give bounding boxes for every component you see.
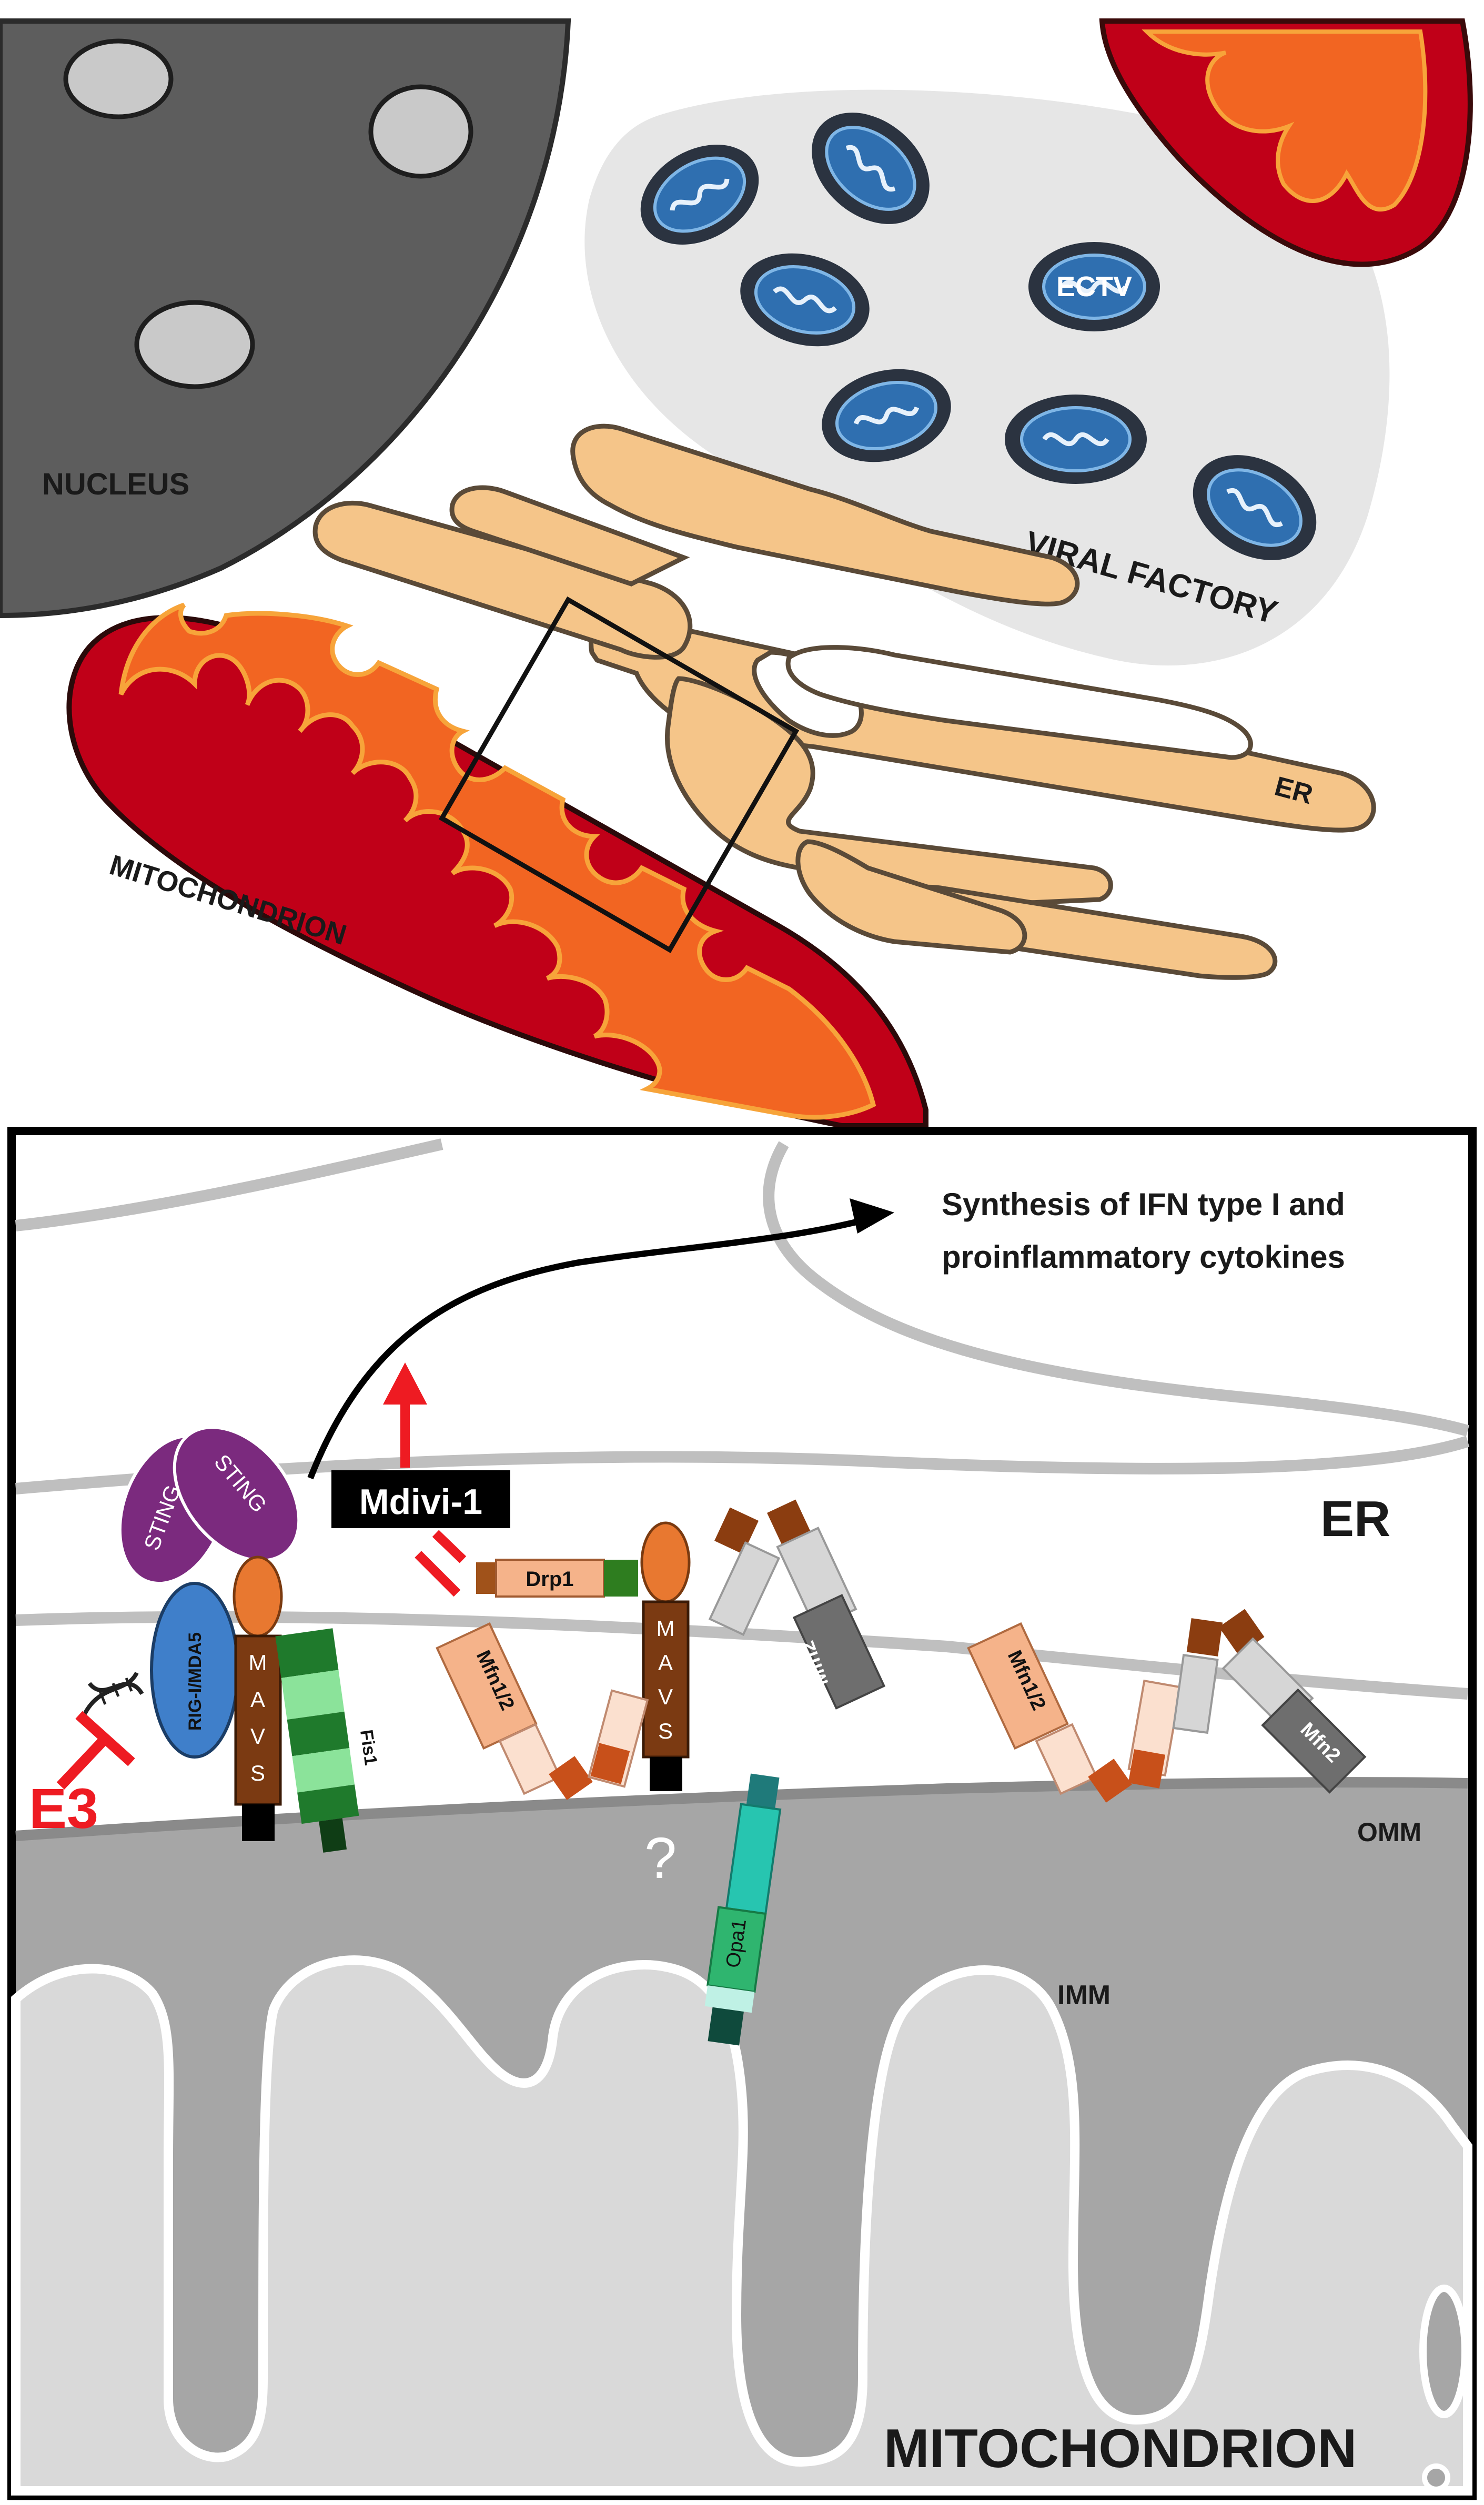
fis1-label: Fis1 [356,1729,381,1767]
nucleolus-1 [63,38,174,119]
signaling-arrowhead [850,1198,894,1234]
virion [740,253,870,347]
mdivi-activation-arrow [383,1362,427,1468]
upper-membrane-left [15,1138,443,1231]
mdivi-inhibition-drp1 [415,1530,467,1597]
virion [1005,395,1147,484]
mavs-left-v: V [250,1724,265,1749]
signaling-arrow [307,1217,864,1480]
top-panel: NUCLEUS VIRAL FACTORY [0,18,1473,1128]
nucleolus-3 [134,300,255,389]
mavs-left: M A V S [233,1555,283,1841]
er-label-bottom: ER [1320,1491,1390,1547]
mfn12-right: Mfn1/2 [967,1622,1182,1803]
synthesis-line-2: proinflammatory cytokines [942,1239,1345,1275]
mavs-left-a: A [250,1687,265,1712]
mavs-left-s: S [250,1761,265,1785]
dna-helix-icon [82,1672,144,1716]
fis1: Fis1 [275,1628,381,1853]
sting-b [173,1426,301,1562]
mitochondrion-label-bottom: MITOCHONDRION [884,2418,1357,2479]
virion [640,145,759,245]
question-mark: ? [644,1826,677,1891]
mdivi-1-badge: Mdivi-1 [331,1470,510,1528]
ectv-label: ECTV [1056,271,1132,302]
opa1: Opa1 [704,1773,782,2046]
mfn2-right: Mfn2 [1172,1609,1367,1794]
mavs-left-m: M [249,1650,267,1675]
mitochondrion-main: MITOCHONDRION [66,602,928,1128]
matrix-bubble-small [1422,2463,1450,2492]
nucleus: NUCLEUS [0,18,571,619]
mfn2-left: Mfn2 [708,1499,886,1710]
mitochondrion-top-right [1099,18,1473,267]
nucleus-label: NUCLEUS [42,467,189,501]
mavs-right-v: V [658,1684,673,1709]
e3-label: E3 [29,1776,98,1840]
mavs-right-a: A [658,1650,673,1675]
drp1-label: Drp1 [526,1568,573,1591]
sting-dimer: STING STING [118,1426,301,1585]
mfn12-left: Mfn1/2 [436,1622,649,1800]
virion [812,113,930,224]
bottom-panel: ER OMM IMM MITOCHONDRION Synthesis of IF… [7,1127,1477,2500]
nucleolus-2 [368,84,473,179]
mavs-right-s: S [658,1719,673,1743]
virion: ECTV [1028,242,1160,331]
drp1: Drp1 [476,1559,638,1598]
inner-mitochondrial-membrane [11,1955,1472,2496]
mavs-right: M A V S [640,1521,691,1791]
ectv-virions: ECTV [640,113,1317,560]
synthesis-line-1: Synthesis of IFN type I and [942,1187,1345,1222]
virion [822,369,951,462]
imm-label: IMM [1057,1980,1111,2011]
upper-membrane-right [763,1141,1470,1437]
e3-inhibitor: E3 [29,1711,135,1840]
zoom-box [438,596,800,953]
matrix-bubble [1419,2285,1469,2418]
mavs-right-m: M [657,1616,675,1641]
virion [1193,455,1317,560]
rig-i-mda5-label: RIG-I/MDA5 [185,1632,205,1731]
er-network: ER [312,423,1376,980]
mdivi-1-label: Mdivi-1 [359,1482,482,1522]
omm-label: OMM [1357,1817,1421,1847]
rig-i-mda5: RIG-I/MDA5 [150,1582,239,1759]
